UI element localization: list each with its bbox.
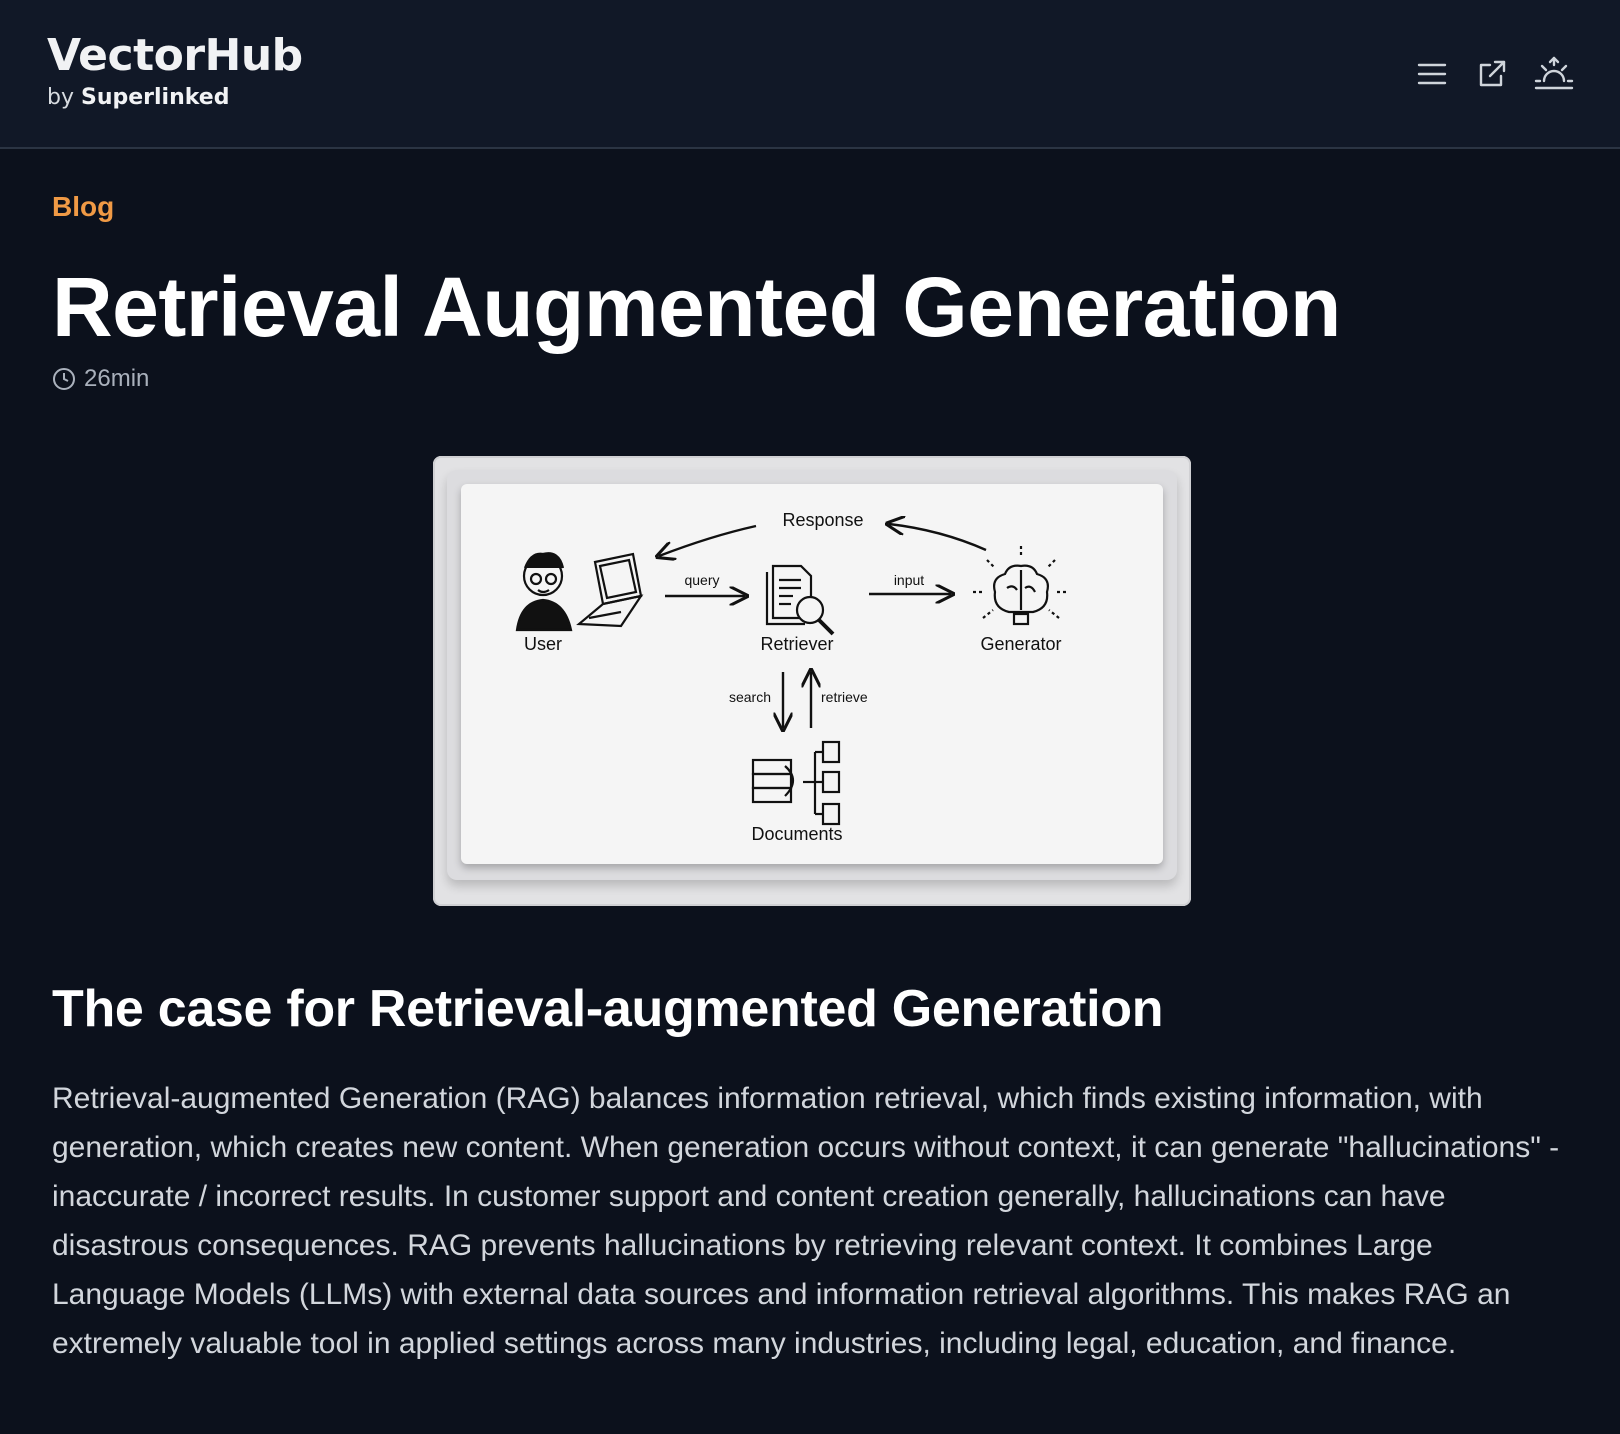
response-label: Response: [782, 510, 863, 530]
rag-diagram-svg: Response: [515, 510, 1069, 844]
documents-icon: [751, 740, 841, 826]
user-icon: [515, 552, 573, 632]
laptop-icon: [576, 552, 644, 628]
article-title: Retrieval Augmented Generation: [52, 260, 1341, 354]
response-to-user-arrow: [659, 524, 757, 556]
header-icon-group: [1400, 52, 1620, 96]
query-label: query: [684, 572, 719, 588]
generator-icon: [973, 546, 1069, 626]
intro-paragraph: Retrieval-augmented Generation (RAG) bal…: [52, 1082, 1560, 1360]
menu-button[interactable]: [1410, 52, 1454, 96]
read-time: 26min: [52, 365, 149, 393]
category-link[interactable]: Blog: [52, 191, 115, 222]
user-label: User: [524, 634, 562, 654]
search-label: search: [729, 689, 771, 705]
generator-to-response-arrow: [889, 524, 987, 552]
menu-icon: [1417, 63, 1447, 85]
retriever-icon: [765, 564, 835, 636]
retriever-label: Retriever: [760, 634, 833, 654]
logo-title: VectorHub: [47, 30, 303, 81]
input-label: input: [894, 572, 924, 588]
external-link-button[interactable]: [1470, 52, 1514, 96]
read-time-value: 26min: [84, 365, 150, 392]
top-header: VectorHub by Superlinked: [0, 0, 1620, 149]
vectorhub-logo[interactable]: VectorHub by Superlinked: [47, 30, 303, 112]
documents-label: Documents: [751, 824, 842, 844]
rag-diagram-figure: Response: [433, 456, 1191, 906]
external-link-icon: [1479, 60, 1506, 87]
logo-subtitle: by Superlinked: [47, 84, 303, 112]
logo-brand: Superlinked: [80, 85, 230, 110]
retrieve-label: retrieve: [821, 689, 868, 705]
rag-diagram: Response: [461, 484, 1163, 864]
clock-icon: [53, 368, 75, 390]
generator-label: Generator: [980, 634, 1061, 654]
theme-toggle-icon: [1534, 56, 1574, 90]
logo-by: by: [47, 85, 74, 110]
theme-toggle-button[interactable]: [1532, 52, 1576, 96]
section-heading: The case for Retrieval-augmented Generat…: [52, 980, 1164, 1038]
